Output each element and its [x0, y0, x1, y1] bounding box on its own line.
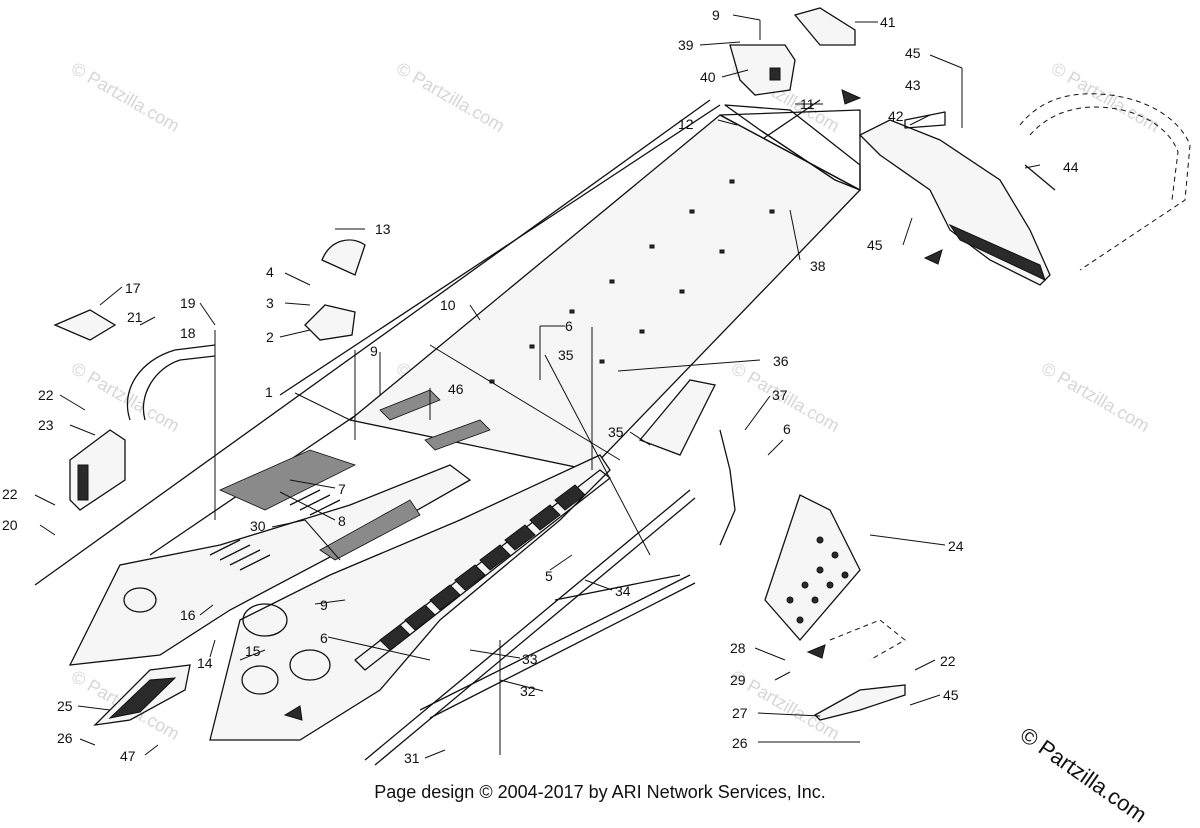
callout-22: 22 — [940, 653, 956, 669]
page-footer: Page design © 2004-2017 by ARI Network S… — [374, 782, 826, 802]
watermark-text: © Partzilla.com — [68, 58, 183, 136]
callout-5: 5 — [545, 568, 553, 584]
callout-1: 1 — [265, 384, 273, 400]
callout-14: 14 — [197, 655, 213, 671]
callout-4: 4 — [266, 264, 274, 280]
callout-29: 29 — [730, 672, 746, 688]
callout-37: 37 — [772, 387, 788, 403]
callout-41: 41 — [880, 14, 896, 30]
callout-2: 2 — [266, 329, 274, 345]
grommet-cap — [321, 239, 366, 276]
callout-22: 22 — [2, 486, 18, 502]
callout-8: 8 — [338, 513, 346, 529]
callout-45: 45 — [867, 237, 883, 253]
side-panel — [638, 379, 716, 456]
track-grille — [354, 469, 611, 671]
tunnel-top — [348, 109, 862, 471]
rear-bumper-outline — [1019, 93, 1191, 271]
rear-tunnel-end — [724, 104, 861, 191]
callout-34: 34 — [615, 583, 631, 599]
callout-15: 15 — [245, 643, 261, 659]
callout-11: 11 — [800, 96, 815, 112]
cover-plate — [53, 309, 117, 341]
watermark-text: © Partzilla.com — [393, 58, 508, 136]
callout-6: 6 — [783, 421, 791, 437]
callout-27: 27 — [732, 705, 748, 721]
chassis-left-side — [68, 454, 611, 741]
callout-39: 39 — [678, 37, 694, 53]
callout-3: 3 — [266, 295, 274, 311]
callout-9: 9 — [712, 7, 720, 23]
callout-44: 44 — [1063, 159, 1079, 175]
callout-19: 19 — [180, 295, 196, 311]
callout-16: 16 — [180, 607, 196, 623]
slide-rails — [364, 489, 696, 766]
tow-handle — [69, 344, 216, 511]
callout-9: 9 — [320, 597, 328, 613]
foot-peg — [813, 684, 906, 721]
callout-6: 6 — [565, 318, 573, 334]
callout-12: 12 — [678, 116, 694, 132]
callout-10: 10 — [440, 297, 456, 313]
callout-23: 23 — [38, 417, 54, 433]
callout-25: 25 — [57, 698, 73, 714]
callout-6: 6 — [320, 630, 328, 646]
callout-46: 46 — [448, 381, 464, 397]
direction-arrows — [283, 89, 943, 721]
steering-bracket — [304, 304, 356, 341]
callout-45: 45 — [905, 45, 921, 61]
peg-mount-outline — [829, 619, 906, 661]
watermark-text: © Partzilla.com — [1038, 358, 1153, 436]
callout-43: 43 — [905, 77, 921, 93]
running-board-plate — [764, 494, 861, 641]
callout-33: 33 — [522, 651, 538, 667]
callout-26: 26 — [732, 735, 748, 751]
callout-31: 31 — [404, 750, 420, 766]
callouts: 9 41 39 45 40 43 11 42 12 44 45 13 38 4 … — [2, 7, 1079, 766]
callout-30: 30 — [250, 518, 266, 534]
callout-40: 40 — [700, 69, 716, 85]
callout-28: 28 — [730, 640, 746, 656]
callout-35: 35 — [558, 347, 574, 363]
callout-45: 45 — [943, 687, 959, 703]
callout-13: 13 — [375, 221, 391, 237]
callout-42: 42 — [888, 108, 904, 124]
callout-20: 20 — [2, 517, 18, 533]
rear-flap-assembly — [858, 111, 1056, 286]
callout-47: 47 — [120, 748, 136, 764]
rear-upper-brackets — [729, 7, 856, 96]
callout-35: 35 — [608, 424, 624, 440]
strap — [719, 429, 736, 546]
leader-lines — [34, 14, 1041, 759]
callout-18: 18 — [180, 325, 196, 341]
front-bumper — [93, 664, 191, 726]
watermark-text: © Partzilla.com — [68, 358, 183, 436]
callout-21: 21 — [127, 309, 143, 325]
callout-9: 9 — [370, 343, 378, 359]
running-board-pads — [209, 389, 491, 571]
exploded-parts-diagram: © Partzilla.com © Partzilla.com © Partzi… — [2, 7, 1191, 766]
watermark-text: © Partzilla.com — [1048, 58, 1163, 136]
callout-32: 32 — [520, 683, 536, 699]
rear-bumper-outline-inner — [1029, 106, 1179, 201]
callout-36: 36 — [773, 353, 789, 369]
callout-24: 24 — [948, 538, 964, 554]
callout-38: 38 — [810, 258, 826, 274]
callout-26: 26 — [57, 730, 73, 746]
callout-22: 22 — [38, 387, 54, 403]
callout-17: 17 — [125, 280, 141, 296]
callout-7: 7 — [338, 481, 346, 497]
